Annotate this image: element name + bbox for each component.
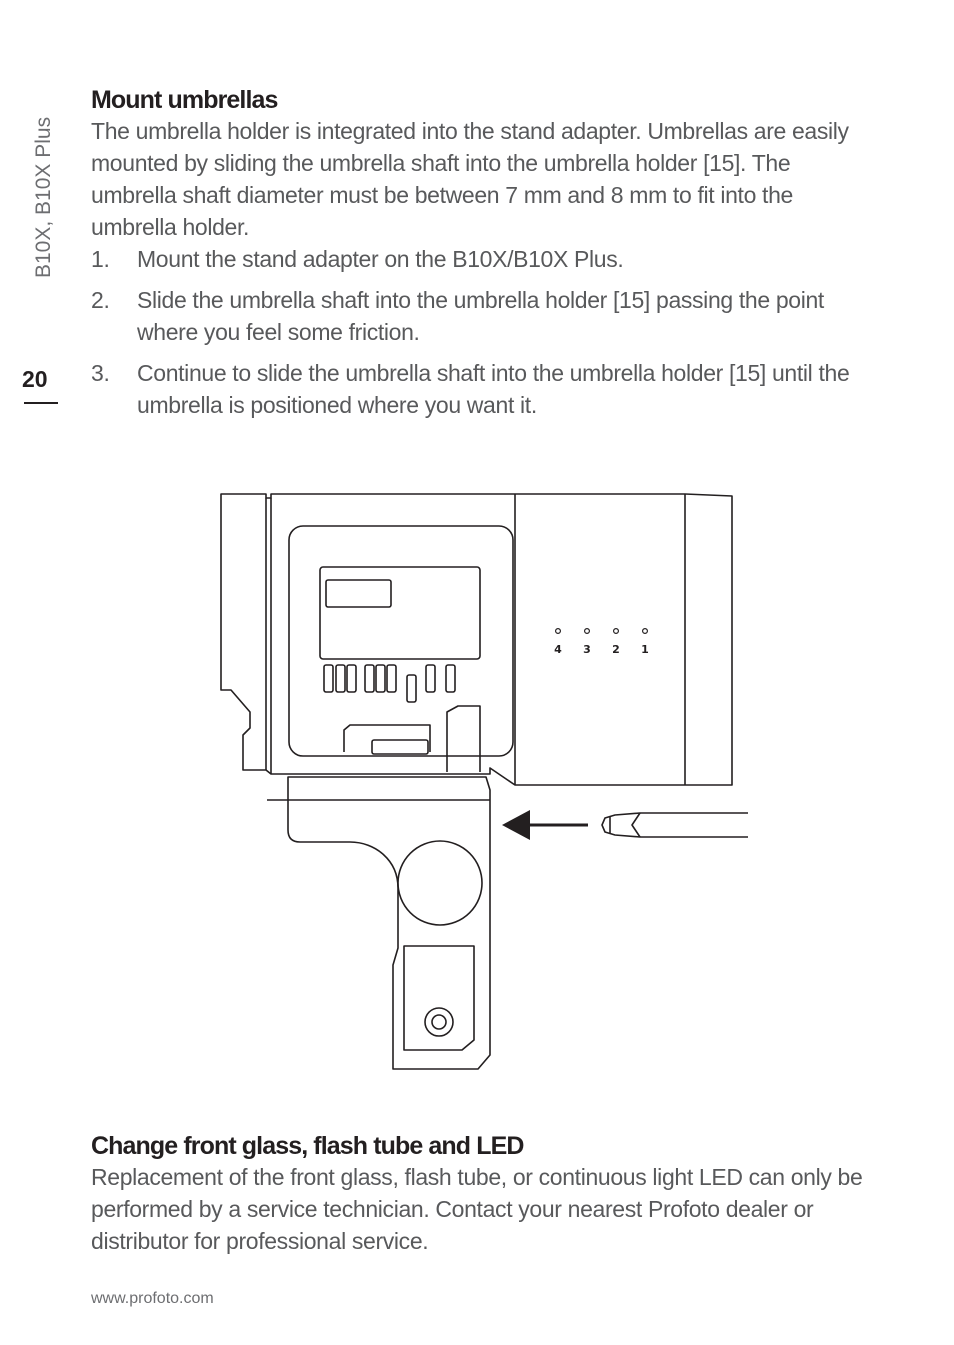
- steps-list: 1. Mount the stand adapter on the B10X/B1…: [91, 243, 866, 421]
- step-text: Slide the umbrella shaft into the umbrel…: [137, 287, 824, 345]
- section-change-front-glass: Change front glass, flash tube and LED R…: [91, 1132, 866, 1257]
- insert-direction-arrow: [502, 810, 588, 840]
- step-text: Mount the stand adapter on the B10X/B10X…: [137, 246, 624, 272]
- umbrella-mount-illustration: 4 3 2 1: [210, 480, 770, 1080]
- channel-label: 2: [612, 643, 620, 656]
- step-text: Continue to slide the umbrella shaft int…: [137, 360, 850, 418]
- section-heading-change-front-glass: Change front glass, flash tube and LED: [91, 1132, 524, 1160]
- channel-label: 4: [554, 643, 562, 656]
- channel-label: 3: [583, 643, 591, 656]
- page-number-rule: [24, 402, 58, 404]
- umbrella-shaft: [601, 812, 748, 838]
- step-item: 1. Mount the stand adapter on the B10X/B1…: [91, 243, 866, 275]
- footer-url[interactable]: www.profoto.com: [91, 1290, 214, 1307]
- page-number: 20: [22, 366, 48, 392]
- switch-bank: [323, 664, 456, 703]
- step-number: 1.: [91, 246, 110, 272]
- channel-indicators: 4 3 2 1: [554, 627, 649, 656]
- channel-label: 1: [641, 643, 649, 656]
- section-mount-umbrellas: Mount umbrellas The umbrella holder is i…: [91, 86, 866, 430]
- flash-unit-body: [220, 493, 733, 786]
- side-product-title: B10X, B10X Plus: [32, 116, 55, 278]
- section-paragraph: The umbrella holder is integrated into t…: [91, 118, 849, 240]
- step-item: 2. Slide the umbrella shaft into the umbr…: [91, 284, 866, 348]
- stand-adapter: [267, 776, 491, 1070]
- step-item: 3. Continue to slide the umbrella shaft i…: [91, 357, 866, 421]
- step-number: 3.: [91, 360, 110, 386]
- step-number: 2.: [91, 287, 110, 313]
- section-heading-mount-umbrellas: Mount umbrellas: [91, 86, 278, 114]
- section-paragraph: Replacement of the front glass, flash tu…: [91, 1164, 863, 1254]
